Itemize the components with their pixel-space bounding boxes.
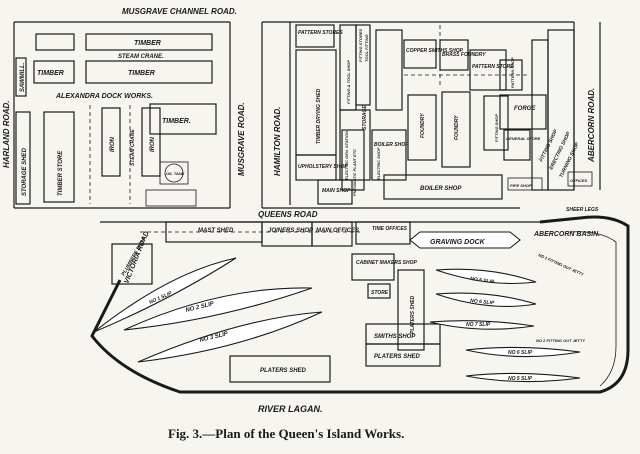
smiths-shop-label: SMITHS SHOP	[374, 334, 416, 340]
time-offices-label: TIME OFFICES	[372, 226, 408, 232]
slip-6b-label: NO 6 SLIP	[508, 350, 533, 356]
timber-label-2: TIMBER	[37, 70, 64, 77]
road-lines	[13, 21, 601, 223]
small-fitting-shop-label: FITTING SHOP	[494, 114, 499, 142]
slip-5-label: NO 5 SLIP	[470, 276, 495, 285]
steam-crane-label-1: STEAM CRANE.	[118, 54, 164, 60]
musgrave-road-label: MUSGRAVE ROAD.	[237, 102, 246, 176]
electric-shop-label: ELECTRIC SHOP	[376, 147, 381, 180]
tool-fitting-label: TOOL FITTING	[364, 34, 369, 62]
iron-label-1: IRON	[110, 136, 116, 152]
cabinet-makers-shop-label: CABINET MAKERS SHOP	[356, 260, 418, 266]
slip-6-label: NO 6 SLIP	[470, 298, 495, 307]
foundry-label-1: FOUNDRY	[420, 113, 426, 138]
graving-dock	[409, 231, 521, 249]
fitting-stores-label: FITTING STORES	[358, 29, 363, 62]
graving-dock-label: GRAVING DOCK	[430, 239, 486, 246]
alexandra-dock-works	[15, 33, 217, 207]
alexandra-dock-works-label: ALEXANDRA DOCK WORKS.	[55, 93, 153, 100]
general-store-label: GENERAL STORE	[506, 136, 541, 141]
slip-7-label: NO 7 SLIP	[466, 322, 491, 328]
fitting-tool-shop-label: FITTING & TOOL SHOP	[346, 60, 351, 104]
abercorn-basin-label: ABERCORN BASIN.	[533, 231, 600, 238]
iron-label-2: IRON	[150, 136, 156, 152]
steam-crane-label-2: STEAM CRANE	[130, 129, 136, 166]
foundry-label-2: FOUNDRY	[454, 115, 460, 140]
platers-shed-label-2: PLATERS SHED	[374, 354, 421, 360]
timber-label-3: TIMBER	[128, 70, 155, 77]
hamilton-road-label: HAMILTON ROAD.	[273, 107, 282, 176]
joiners-shop-label: JOINERS SHOP	[268, 228, 314, 234]
pattern-stores-label: PATTERN STORES	[298, 30, 343, 36]
harland-road-label: HARLAND ROAD.	[2, 100, 11, 168]
platers-shed-label-1: PLATERS SHED	[260, 368, 307, 374]
figure-caption: Fig. 3.—Plan of the Queen's Island Works…	[168, 426, 404, 441]
storage-shed-label: STORAGE SHED	[22, 147, 28, 196]
pipe-shop-label: PIPE SHOP	[510, 183, 532, 188]
coppersmiths-shop-label: COPPER SMITHS SHOP	[406, 48, 464, 54]
pattern-shop-label: PATTERN SHOP	[510, 57, 515, 88]
abercorn-road-label: ABERCORN ROAD.	[587, 88, 596, 163]
small-boiler-shop-label: BOILER SHOP	[374, 142, 409, 148]
store-label: STORE	[371, 290, 389, 296]
pattern-store-label: PATTERN STORE	[472, 64, 514, 70]
upholstery-shop-label: UPHOLSTERY SHOP	[298, 164, 348, 170]
timber-drying-shed-label: TIMBER DRYING SHED	[316, 88, 322, 144]
fitting-out-jetty-label-2: NO 2 FITTING OUT JETTY	[536, 338, 585, 343]
shoreline	[90, 215, 630, 394]
storage-label: STORAGE	[362, 105, 368, 130]
slip-5b-label: NO 5 SLIP	[508, 376, 533, 382]
quay-buildings	[111, 221, 441, 383]
main-shop-label: MAIN SHOP	[322, 188, 351, 194]
musgrave-channel-road-label: MUSGRAVE CHANNEL ROAD.	[122, 7, 237, 16]
brass-foundry-label: BRASS FOUNDRY	[442, 52, 486, 58]
mast-shed-label: MAST SHED	[198, 228, 234, 234]
river-lagan-label: RIVER LAGAN.	[258, 404, 323, 414]
engine-works	[295, 24, 593, 205]
building-slips	[93, 257, 581, 383]
forge-label: FORGE	[514, 106, 536, 112]
oil-tank-label: OIL TANK	[166, 171, 186, 176]
small-offices-label: OFFICES	[570, 178, 588, 183]
queens-road-label: QUEENS ROAD	[258, 210, 318, 219]
boiler-shop-label: BOILER SHOP	[420, 186, 462, 192]
sawmill-label: SAWMILL.	[20, 62, 26, 92]
basin-edge	[569, 231, 617, 387]
timber-label-4: TIMBER.	[162, 118, 191, 125]
sheer-legs-label: SHEER LEGS	[566, 207, 599, 213]
main-offices-label: MAIN OFFICES	[316, 228, 359, 234]
platers-shed-vertical-label: PLATERS SHED	[410, 295, 416, 334]
fitting-out-jetty-label-1: NO 1 FITTING OUT JETTY	[538, 252, 585, 277]
timber-store-label: TIMBER STORE	[58, 150, 64, 196]
pneumatic-plant-label: PNEUMATIC PLANT ETC	[352, 149, 357, 196]
electric-gen-station-label: ELECTRIC GEN. STATION	[344, 131, 349, 180]
timber-label-1: TIMBER	[134, 40, 161, 47]
